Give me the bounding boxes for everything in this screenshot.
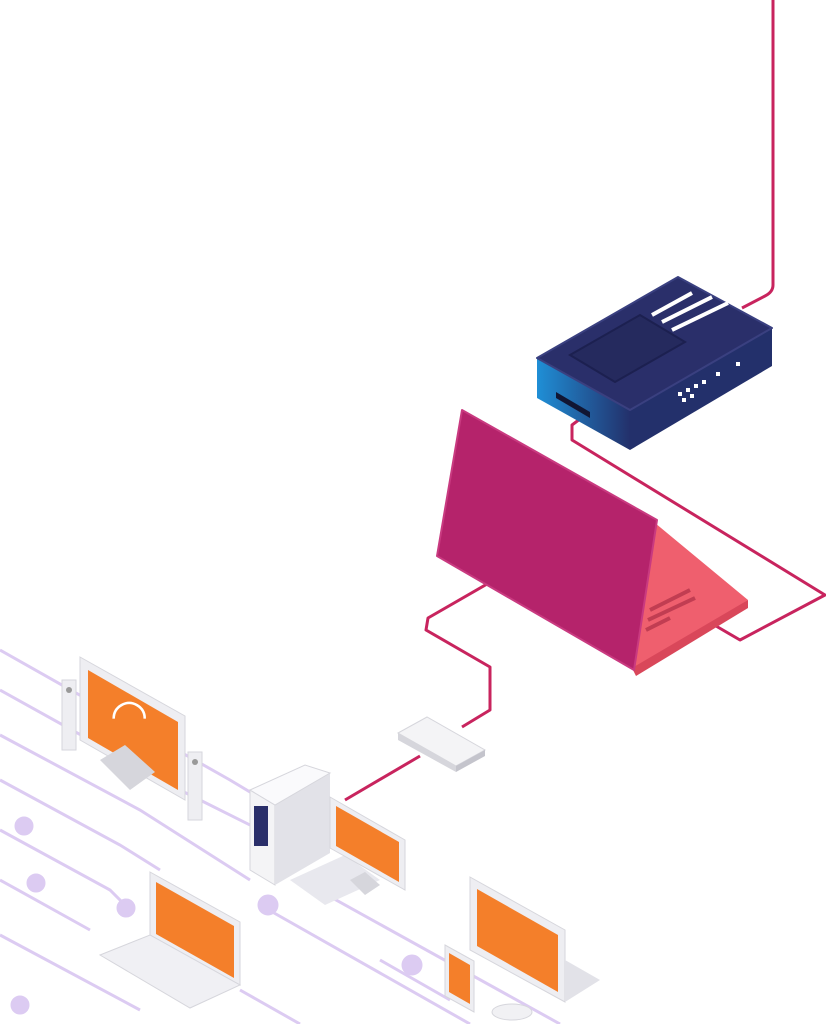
circuit-traces xyxy=(0,648,561,1024)
monitor-icon: ◠ xyxy=(79,656,186,801)
cables xyxy=(344,0,826,802)
desktop-tower-icon xyxy=(248,764,380,905)
cable-switch-pc xyxy=(344,754,421,802)
speaker-icon xyxy=(61,679,203,821)
laptop-icon xyxy=(436,409,748,676)
phone-icon xyxy=(444,944,533,1021)
router-icon xyxy=(536,276,773,450)
cable-router-laptop xyxy=(570,408,826,642)
cable-laptop-switch xyxy=(424,563,521,729)
tablet-icon xyxy=(469,876,600,1003)
laptop-icon xyxy=(98,871,242,1009)
network-switch-icon xyxy=(396,716,487,772)
cable-uplink xyxy=(741,0,775,310)
monitor-icon xyxy=(329,796,406,895)
wifi-icon: ◠ xyxy=(110,691,148,740)
